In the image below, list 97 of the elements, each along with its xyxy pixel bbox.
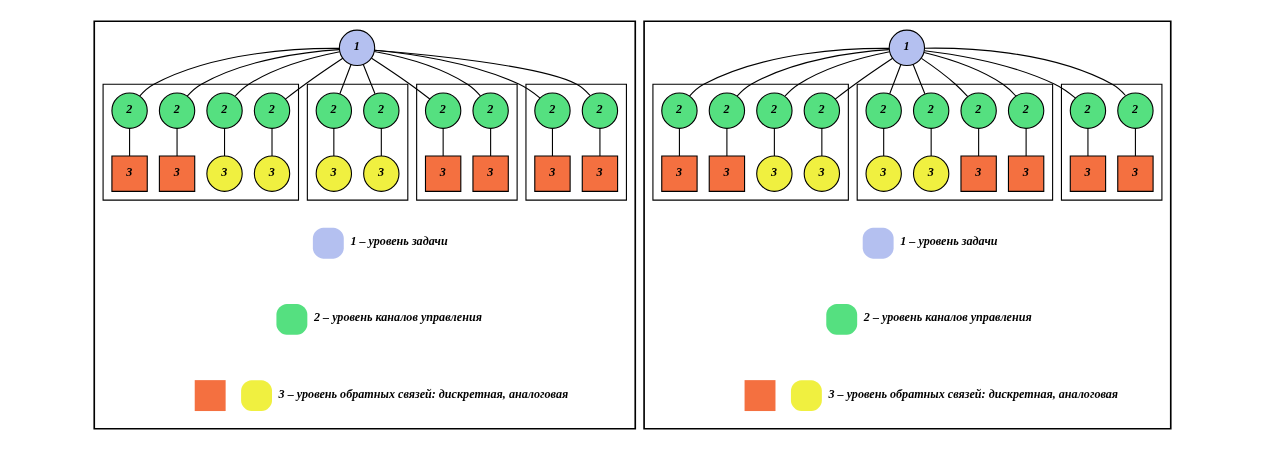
connector xyxy=(1087,127,1089,157)
node-circle: 2 xyxy=(865,92,902,129)
connector xyxy=(978,127,980,157)
connector xyxy=(924,47,1126,97)
connector xyxy=(129,127,131,157)
node-circle: 1 xyxy=(888,29,926,66)
legend-label: 1 – уровень задачи xyxy=(900,234,998,249)
connector xyxy=(678,127,680,157)
node-box: 3 xyxy=(158,155,196,192)
connector xyxy=(442,127,444,157)
node-circle: 2 xyxy=(756,92,793,129)
connector xyxy=(912,64,926,95)
node-circle: 3 xyxy=(253,155,291,192)
node-circle: 2 xyxy=(708,92,746,129)
connector xyxy=(551,127,553,157)
connector xyxy=(1134,127,1136,157)
node-circle: 2 xyxy=(912,92,950,129)
node-circle: 3 xyxy=(756,155,793,192)
legend-label: 1 – уровень задачи xyxy=(350,234,448,249)
node-box: 3 xyxy=(960,155,997,192)
connector xyxy=(784,51,891,97)
connector xyxy=(374,49,541,99)
connector xyxy=(834,57,894,100)
connector xyxy=(889,64,902,95)
node-circle: 2 xyxy=(363,92,400,129)
node-box: 3 xyxy=(708,155,746,192)
node-circle: 2 xyxy=(111,92,148,129)
cluster xyxy=(93,20,637,430)
node-circle: 2 xyxy=(661,92,698,129)
legend-label: 2 – уровень каналов управления xyxy=(313,310,482,325)
legend-label: 2 – уровень каналов управления xyxy=(863,310,1032,325)
legend-label: 3 – уровень обратных связей: дискретная, аналоговая xyxy=(278,386,569,401)
cluster xyxy=(652,83,849,201)
node-circle: 3 xyxy=(315,155,353,192)
node-box: 3 xyxy=(472,155,509,192)
connector xyxy=(186,49,340,97)
connector xyxy=(688,47,890,97)
connector xyxy=(271,127,273,157)
connector xyxy=(284,57,344,100)
node-circle: 3 xyxy=(363,155,400,192)
node-circle: 2 xyxy=(424,92,462,129)
node-circle: 2 xyxy=(960,92,997,129)
connector xyxy=(373,51,481,97)
node-circle: 2 xyxy=(1117,92,1154,129)
legend-label: 3 – уровень обратных связей: дискретная, аналоговая xyxy=(828,386,1119,401)
connector xyxy=(736,49,890,97)
node-circle: 2 xyxy=(581,92,619,129)
node-box: 3 xyxy=(1007,155,1045,192)
connector xyxy=(380,127,382,157)
node-circle: 2 xyxy=(1069,92,1107,129)
node-circle: 2 xyxy=(315,92,353,129)
node-box: 3 xyxy=(1117,155,1154,192)
node-box: 3 xyxy=(424,155,462,192)
node-box: 3 xyxy=(534,155,571,192)
connector xyxy=(773,127,775,157)
cluster xyxy=(102,83,300,201)
connector xyxy=(883,127,885,157)
node-circle: 3 xyxy=(865,155,902,192)
node-box: 3 xyxy=(581,155,619,192)
connector xyxy=(726,127,728,157)
connector xyxy=(374,49,591,96)
node-circle: 1 xyxy=(338,29,376,66)
connector xyxy=(339,64,352,95)
node-circle: 3 xyxy=(912,155,950,192)
cluster xyxy=(306,83,409,201)
node-box: 3 xyxy=(661,155,698,192)
cluster xyxy=(643,20,1172,430)
node-circle: 2 xyxy=(534,92,571,129)
node-box: 3 xyxy=(111,155,148,192)
cluster xyxy=(1060,83,1163,201)
connector xyxy=(920,57,969,98)
node-box: 3 xyxy=(1069,155,1107,192)
node-circle: 2 xyxy=(472,92,509,129)
node-circle: 2 xyxy=(206,92,243,129)
node-circle: 2 xyxy=(1007,92,1045,129)
node-circle: 2 xyxy=(158,92,196,129)
connector xyxy=(923,52,1017,97)
cluster xyxy=(856,83,1054,201)
connector xyxy=(490,127,492,157)
node-circle: 2 xyxy=(253,92,291,129)
connector xyxy=(930,127,932,157)
connector xyxy=(371,57,431,100)
connector xyxy=(821,127,823,157)
connector xyxy=(234,51,341,97)
connector xyxy=(362,64,376,95)
node-circle: 3 xyxy=(206,155,243,192)
node-circle: 3 xyxy=(803,155,841,192)
connector xyxy=(1025,127,1027,157)
cluster xyxy=(416,83,518,201)
connector xyxy=(599,127,601,157)
node-circle: 2 xyxy=(803,92,841,129)
connector xyxy=(224,127,226,157)
cluster xyxy=(525,83,627,201)
connector xyxy=(176,127,178,157)
connector xyxy=(139,47,340,97)
connector xyxy=(923,50,1077,99)
connector xyxy=(333,127,335,157)
